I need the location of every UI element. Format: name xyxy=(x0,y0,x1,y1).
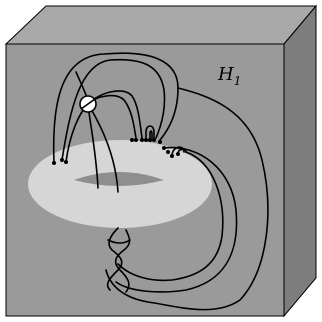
endpoint-dot xyxy=(64,160,68,164)
endpoint-dot xyxy=(134,138,138,142)
endpoint-dot xyxy=(152,138,156,142)
strand-right-arc-inner xyxy=(117,151,224,282)
cube-right-face xyxy=(283,4,317,318)
strand-right-arc-middle xyxy=(115,146,238,293)
endpoint-dot xyxy=(60,158,64,162)
strand-twist-c xyxy=(107,239,131,244)
endpoint-dot xyxy=(176,152,180,156)
endpoint-dot xyxy=(162,146,166,150)
endpoint-dot xyxy=(130,138,134,142)
ball-marker xyxy=(79,95,97,113)
endpoint-dot xyxy=(158,140,162,144)
strand-ball-left xyxy=(65,94,137,163)
endpoint-dot xyxy=(170,154,174,158)
label-h1: H1 xyxy=(217,64,241,88)
strand-right-arc-outer xyxy=(105,87,269,311)
endpoint-dot xyxy=(144,138,148,142)
strand-top-inner-arc xyxy=(61,58,166,161)
strand-u-loop-1 xyxy=(145,125,155,139)
endpoint-dots xyxy=(52,138,180,165)
cube-top-face xyxy=(4,5,318,45)
endpoint-dot xyxy=(148,138,152,142)
strand-top-outer-arc xyxy=(52,52,179,164)
strand-u-loop-2 xyxy=(149,130,153,139)
strand-vertical-3 xyxy=(87,103,119,193)
endpoint-dot xyxy=(140,138,144,142)
endpoint-dot xyxy=(52,161,56,165)
strand-twist-a xyxy=(106,227,123,291)
endpoint-dot xyxy=(166,150,170,154)
strand-ball-right xyxy=(87,90,143,139)
